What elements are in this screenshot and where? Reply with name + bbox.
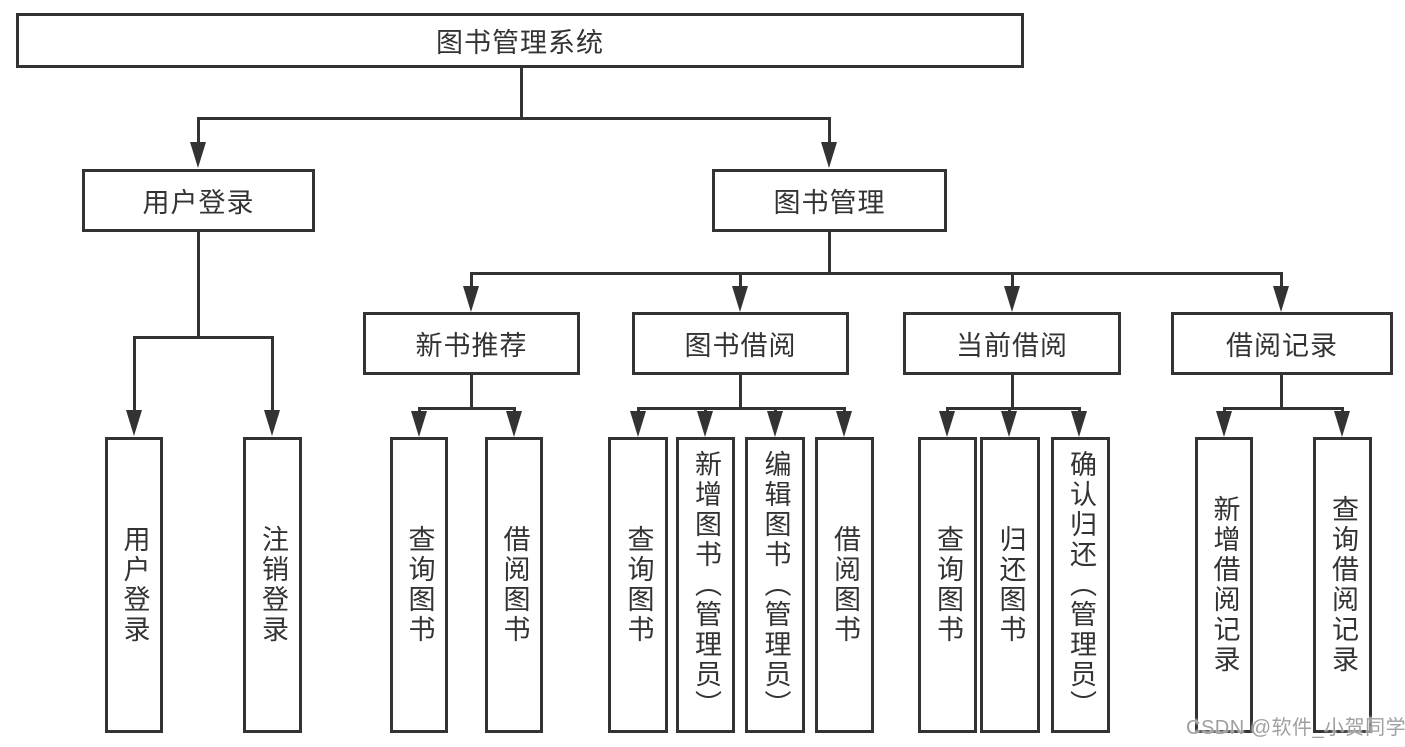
node-book-borrowing-label: 图书借阅 (684, 331, 797, 361)
arrowhead-leaf-query-current (939, 411, 955, 437)
leaf-confirm-return-admin-label: 确认归还（管理员） (1066, 450, 1096, 720)
arrowhead-leaf-confirm-return (1071, 411, 1087, 437)
leaf-add-books-admin-label: 新增图书（管理员） (691, 450, 721, 720)
leaf-query-books-borrowing: 查询图书 (608, 437, 668, 733)
connector-current-borrowing-stub (1011, 375, 1014, 407)
arrowhead-book-borrowing (732, 286, 748, 312)
arrowhead-leaf-query-recommend (411, 411, 427, 437)
arrowhead-leaf-add-record (1216, 411, 1232, 437)
leaf-borrow-books-label: 借阅图书 (830, 525, 860, 645)
connector-new-book-hbar (418, 407, 515, 410)
node-library-system: 图书管理系统 (16, 13, 1024, 68)
node-user-login-label: 用户登录 (142, 188, 255, 218)
arrowhead-leaf-logout (264, 410, 280, 436)
connector-book-mgmt-hbar (470, 272, 1283, 275)
connector-to-book-borrowing (739, 272, 742, 288)
arrowhead-user-login (190, 142, 206, 168)
leaf-add-borrow-record-label: 新增借阅记录 (1209, 495, 1240, 675)
connector-to-borrowing-records (1280, 272, 1283, 288)
connector-to-leaf-logout (271, 336, 274, 412)
node-new-book-recommend-label: 新书推荐 (415, 331, 528, 361)
leaf-logout: 注销登录 (243, 437, 302, 733)
node-current-borrowing-label: 当前借阅 (956, 331, 1068, 361)
connector-new-book-stub (470, 375, 473, 407)
node-borrowing-records-label: 借阅记录 (1226, 331, 1338, 361)
leaf-query-books-recommend-label: 查询图书 (404, 525, 435, 645)
arrowhead-leaf-user-login (126, 410, 142, 436)
connector-borrowing-records-stub (1280, 375, 1283, 407)
leaf-query-borrow-record: 查询借阅记录 (1313, 437, 1372, 733)
leaf-query-books-current: 查询图书 (918, 437, 977, 733)
arrowhead-leaf-borrow-recommend (506, 411, 522, 437)
leaf-borrow-books: 借阅图书 (815, 437, 874, 733)
node-book-borrowing: 图书借阅 (632, 312, 849, 375)
connector-current-borrowing-hbar (946, 407, 1081, 410)
arrowhead-leaf-borrow-books (836, 411, 852, 437)
leaf-confirm-return-admin: 确认归还（管理员） (1051, 437, 1110, 733)
leaf-return-books-label: 归还图书 (995, 525, 1026, 645)
arrowhead-leaf-edit-books (767, 411, 783, 437)
connector-user-login-hbar (133, 336, 273, 339)
node-current-borrowing: 当前借阅 (903, 312, 1121, 375)
leaf-borrow-books-recommend-label: 借阅图书 (499, 525, 530, 645)
leaf-logout-label: 注销登录 (258, 525, 288, 645)
arrowhead-current-borrowing (1004, 286, 1020, 312)
leaf-edit-books-admin-label: 编辑图书（管理员） (760, 450, 791, 720)
connector-to-new-book (470, 272, 473, 288)
connector-to-book-management (828, 117, 831, 144)
leaf-query-books-current-label: 查询图书 (933, 525, 963, 645)
connector-user-login-stub (197, 232, 200, 336)
connector-root-stub (520, 68, 523, 117)
node-book-management-label: 图书管理 (773, 188, 886, 218)
arrowhead-leaf-query-record (1334, 411, 1350, 437)
leaf-query-books-recommend: 查询图书 (390, 437, 448, 733)
connector-borrowing-records-hbar (1223, 407, 1343, 410)
arrowhead-leaf-query-borrowing (630, 411, 646, 437)
connector-book-borrowing-hbar (637, 407, 846, 410)
node-book-management: 图书管理 (712, 169, 947, 232)
leaf-add-borrow-record: 新增借阅记录 (1195, 437, 1253, 733)
node-library-system-label: 图书管理系统 (436, 28, 604, 58)
arrowhead-leaf-add-books (697, 411, 713, 437)
leaf-query-books-borrowing-label: 查询图书 (623, 525, 654, 645)
arrowhead-borrowing-records (1273, 286, 1289, 312)
leaf-return-books: 归还图书 (980, 437, 1040, 733)
arrowhead-new-book (463, 286, 479, 312)
connector-to-leaf-user-login (133, 336, 136, 412)
arrowhead-book-management (821, 142, 837, 168)
connector-book-mgmt-stub (828, 232, 831, 272)
node-user-login: 用户登录 (82, 169, 315, 232)
leaf-user-login-label: 用户登录 (119, 525, 150, 645)
leaf-add-books-admin: 新增图书（管理员） (676, 437, 735, 733)
csdn-watermark: CSDN @软件_小贺同学 (1186, 717, 1405, 739)
leaf-query-borrow-record-label: 查询借阅记录 (1328, 495, 1358, 675)
connector-to-current-borrowing (1011, 272, 1014, 288)
leaf-user-login: 用户登录 (105, 437, 163, 733)
node-borrowing-records: 借阅记录 (1171, 312, 1393, 375)
leaf-edit-books-admin: 编辑图书（管理员） (745, 437, 805, 733)
arrowhead-leaf-return-books (1001, 411, 1017, 437)
node-new-book-recommend: 新书推荐 (363, 312, 580, 375)
connector-root-hbar (197, 117, 831, 120)
leaf-borrow-books-recommend: 借阅图书 (485, 437, 543, 733)
connector-book-borrowing-stub (739, 375, 742, 407)
connector-to-user-login (197, 117, 200, 144)
